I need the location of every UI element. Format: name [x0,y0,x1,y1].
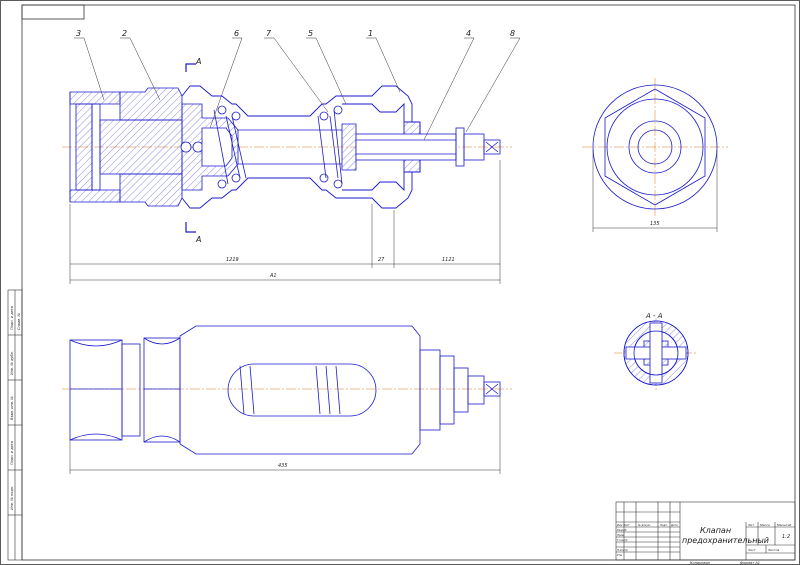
section-aa [614,318,698,390]
callout-7: 7 [266,29,272,38]
title-row-doc: № докум. [637,524,651,527]
side-stamp-labels: Подп. и дата Инв. № дубл. Взам. инв. № П… [10,306,21,510]
part-6-valve-seat [180,103,239,191]
section-letter-top: A [195,57,201,66]
dim-a1: А1 [269,273,277,279]
title-row-check: Пров. [617,533,625,537]
dim-27: 27 [378,257,385,263]
inner-rod [238,123,357,171]
title-col-mass: Масса [760,523,770,527]
side-stamp-4: Подп. и дата [10,441,14,465]
callout-1: 1 [368,29,373,38]
title-block [615,501,796,561]
end-view-dimension [592,150,718,232]
side-stamp [7,289,23,561]
title-name-line1: Клапан [700,526,731,535]
callout-5: 5 [308,29,313,38]
part-2-union [99,87,183,207]
side-stamp-2: Инв. № дубл. [10,351,14,375]
main-section-view: 3 2 6 7 5 1 4 8 A A 1219 2 [62,29,521,284]
title-row-change: Изм Лист [617,523,630,527]
dim-135: 135 [650,221,660,227]
dim-435: 435 [278,463,288,469]
title-name-line2: предохранительный [682,536,769,545]
main-dimension-labels: 1219 27 1121 А1 [226,257,455,279]
main-dimensions [69,160,501,284]
callout-3: 3 [76,29,81,38]
title-copied: Копировал [690,561,711,565]
title-col-lit: Лит [747,523,754,527]
part-8-end-cap [483,139,501,155]
section-letter-bottom: A [195,235,201,244]
section-title: А - А [645,312,663,320]
part-7-spring-left [213,105,247,189]
title-sheets-label: Листов [767,548,779,552]
callout-4: 4 [466,29,471,38]
external-dimensions [69,396,501,474]
section-cut-marks [185,63,196,233]
title-sheet-label: Лист [747,548,756,552]
side-stamp-6: Справ. № [17,313,21,330]
part-5-spring-right [317,105,343,189]
callout-6: 6 [234,29,239,38]
side-stamp-5: Инв. № подл. [10,486,14,510]
part-4-adjusting-screw [355,127,485,167]
side-stamp-1: Подп. и дата [10,306,14,330]
title-row-sign: Подп. [660,523,668,527]
window-spring-lines [239,365,341,415]
end-view [582,78,728,216]
callout-leaders [74,37,521,141]
title-row-dev: Разраб. [617,528,627,532]
callout-8: 8 [510,29,515,38]
title-block-text: Клапан предохранительный Лит Масса Масшт… [617,523,791,565]
title-row-tcontrol: Т.контр [617,538,628,542]
dim-1121: 1121 [442,257,455,263]
title-scale-value: 1:2 [782,534,790,540]
dim-1219: 1219 [226,257,239,263]
title-row-approve: Утв. [617,553,623,557]
title-col-scale: Масштаб [777,523,791,527]
external-view [62,325,512,455]
title-row-ncontrol: Н.контр [617,548,628,552]
title-format: Формат А1 [740,561,760,565]
callout-numbers: 3 2 6 7 5 1 4 8 [76,29,515,38]
title-row-date: Дата [670,523,678,527]
callout-2: 2 [122,29,127,38]
side-stamp-3: Взам. инв. № [10,396,14,420]
